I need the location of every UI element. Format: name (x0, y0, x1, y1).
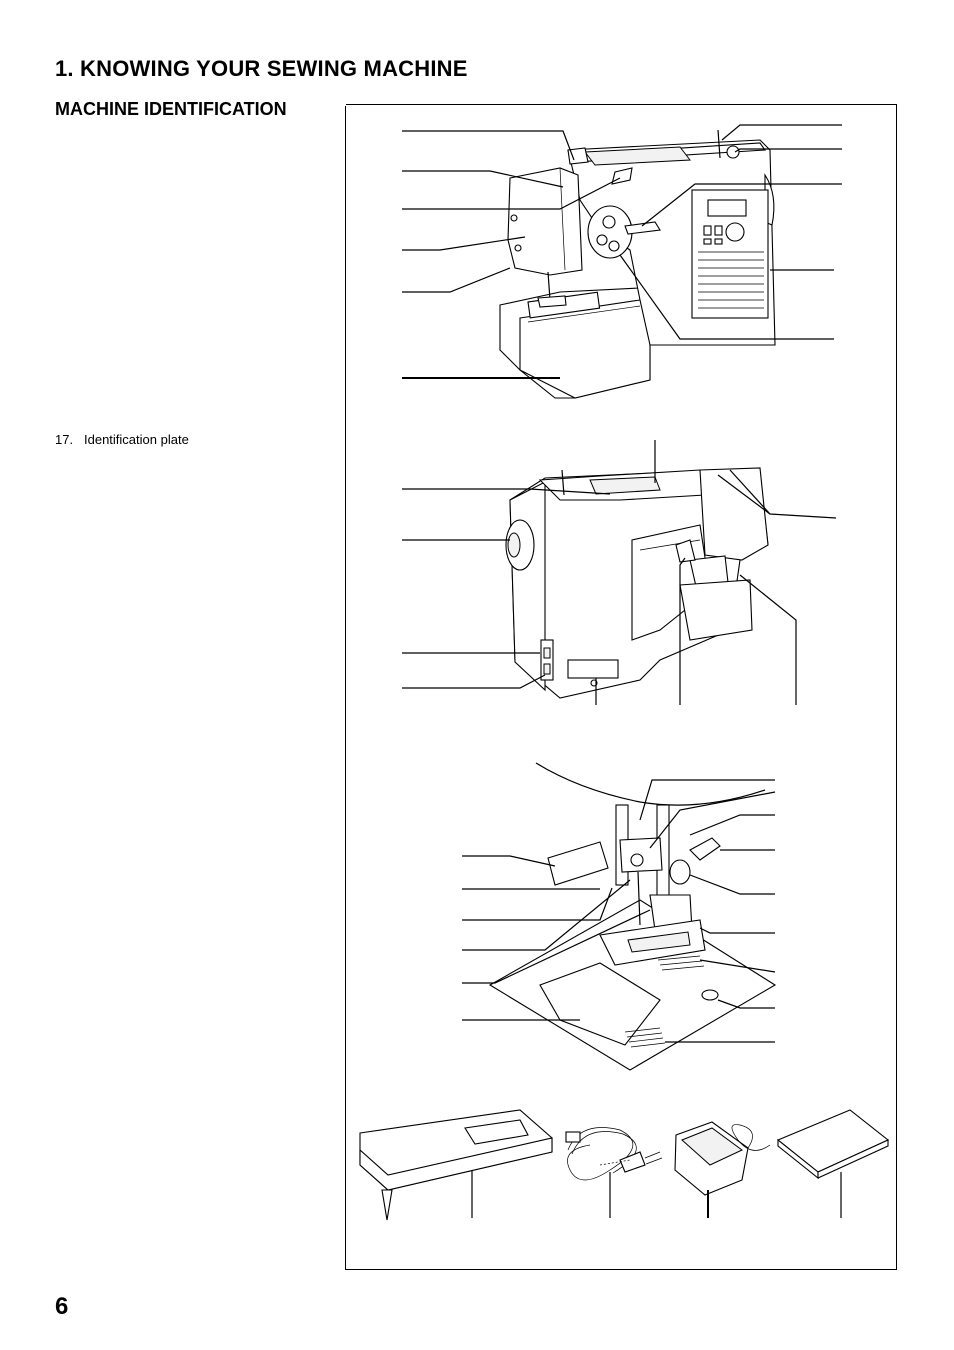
sewing-machine-front (402, 124, 842, 399)
page-heading: 1. KNOWING YOUR SEWING MACHINE (55, 56, 468, 81)
list-item-label: Identification plate (84, 432, 189, 447)
instruction-manual (776, 1109, 890, 1218)
figure-frame (345, 104, 897, 1270)
accessories (359, 1109, 890, 1221)
power-cord (565, 1127, 663, 1218)
page-number: 6 (55, 1293, 69, 1320)
sewing-machine-rear (402, 440, 837, 705)
parts-list: 17. Identification plate (55, 432, 189, 447)
foot-controller (674, 1121, 771, 1218)
section-heading: MACHINE IDENTIFICATION (55, 99, 287, 119)
extension-table (359, 1109, 553, 1221)
list-item: 17. Identification plate (55, 432, 189, 447)
presser-foot-needle-area (462, 762, 777, 1071)
list-item-number: 17. (55, 432, 74, 447)
